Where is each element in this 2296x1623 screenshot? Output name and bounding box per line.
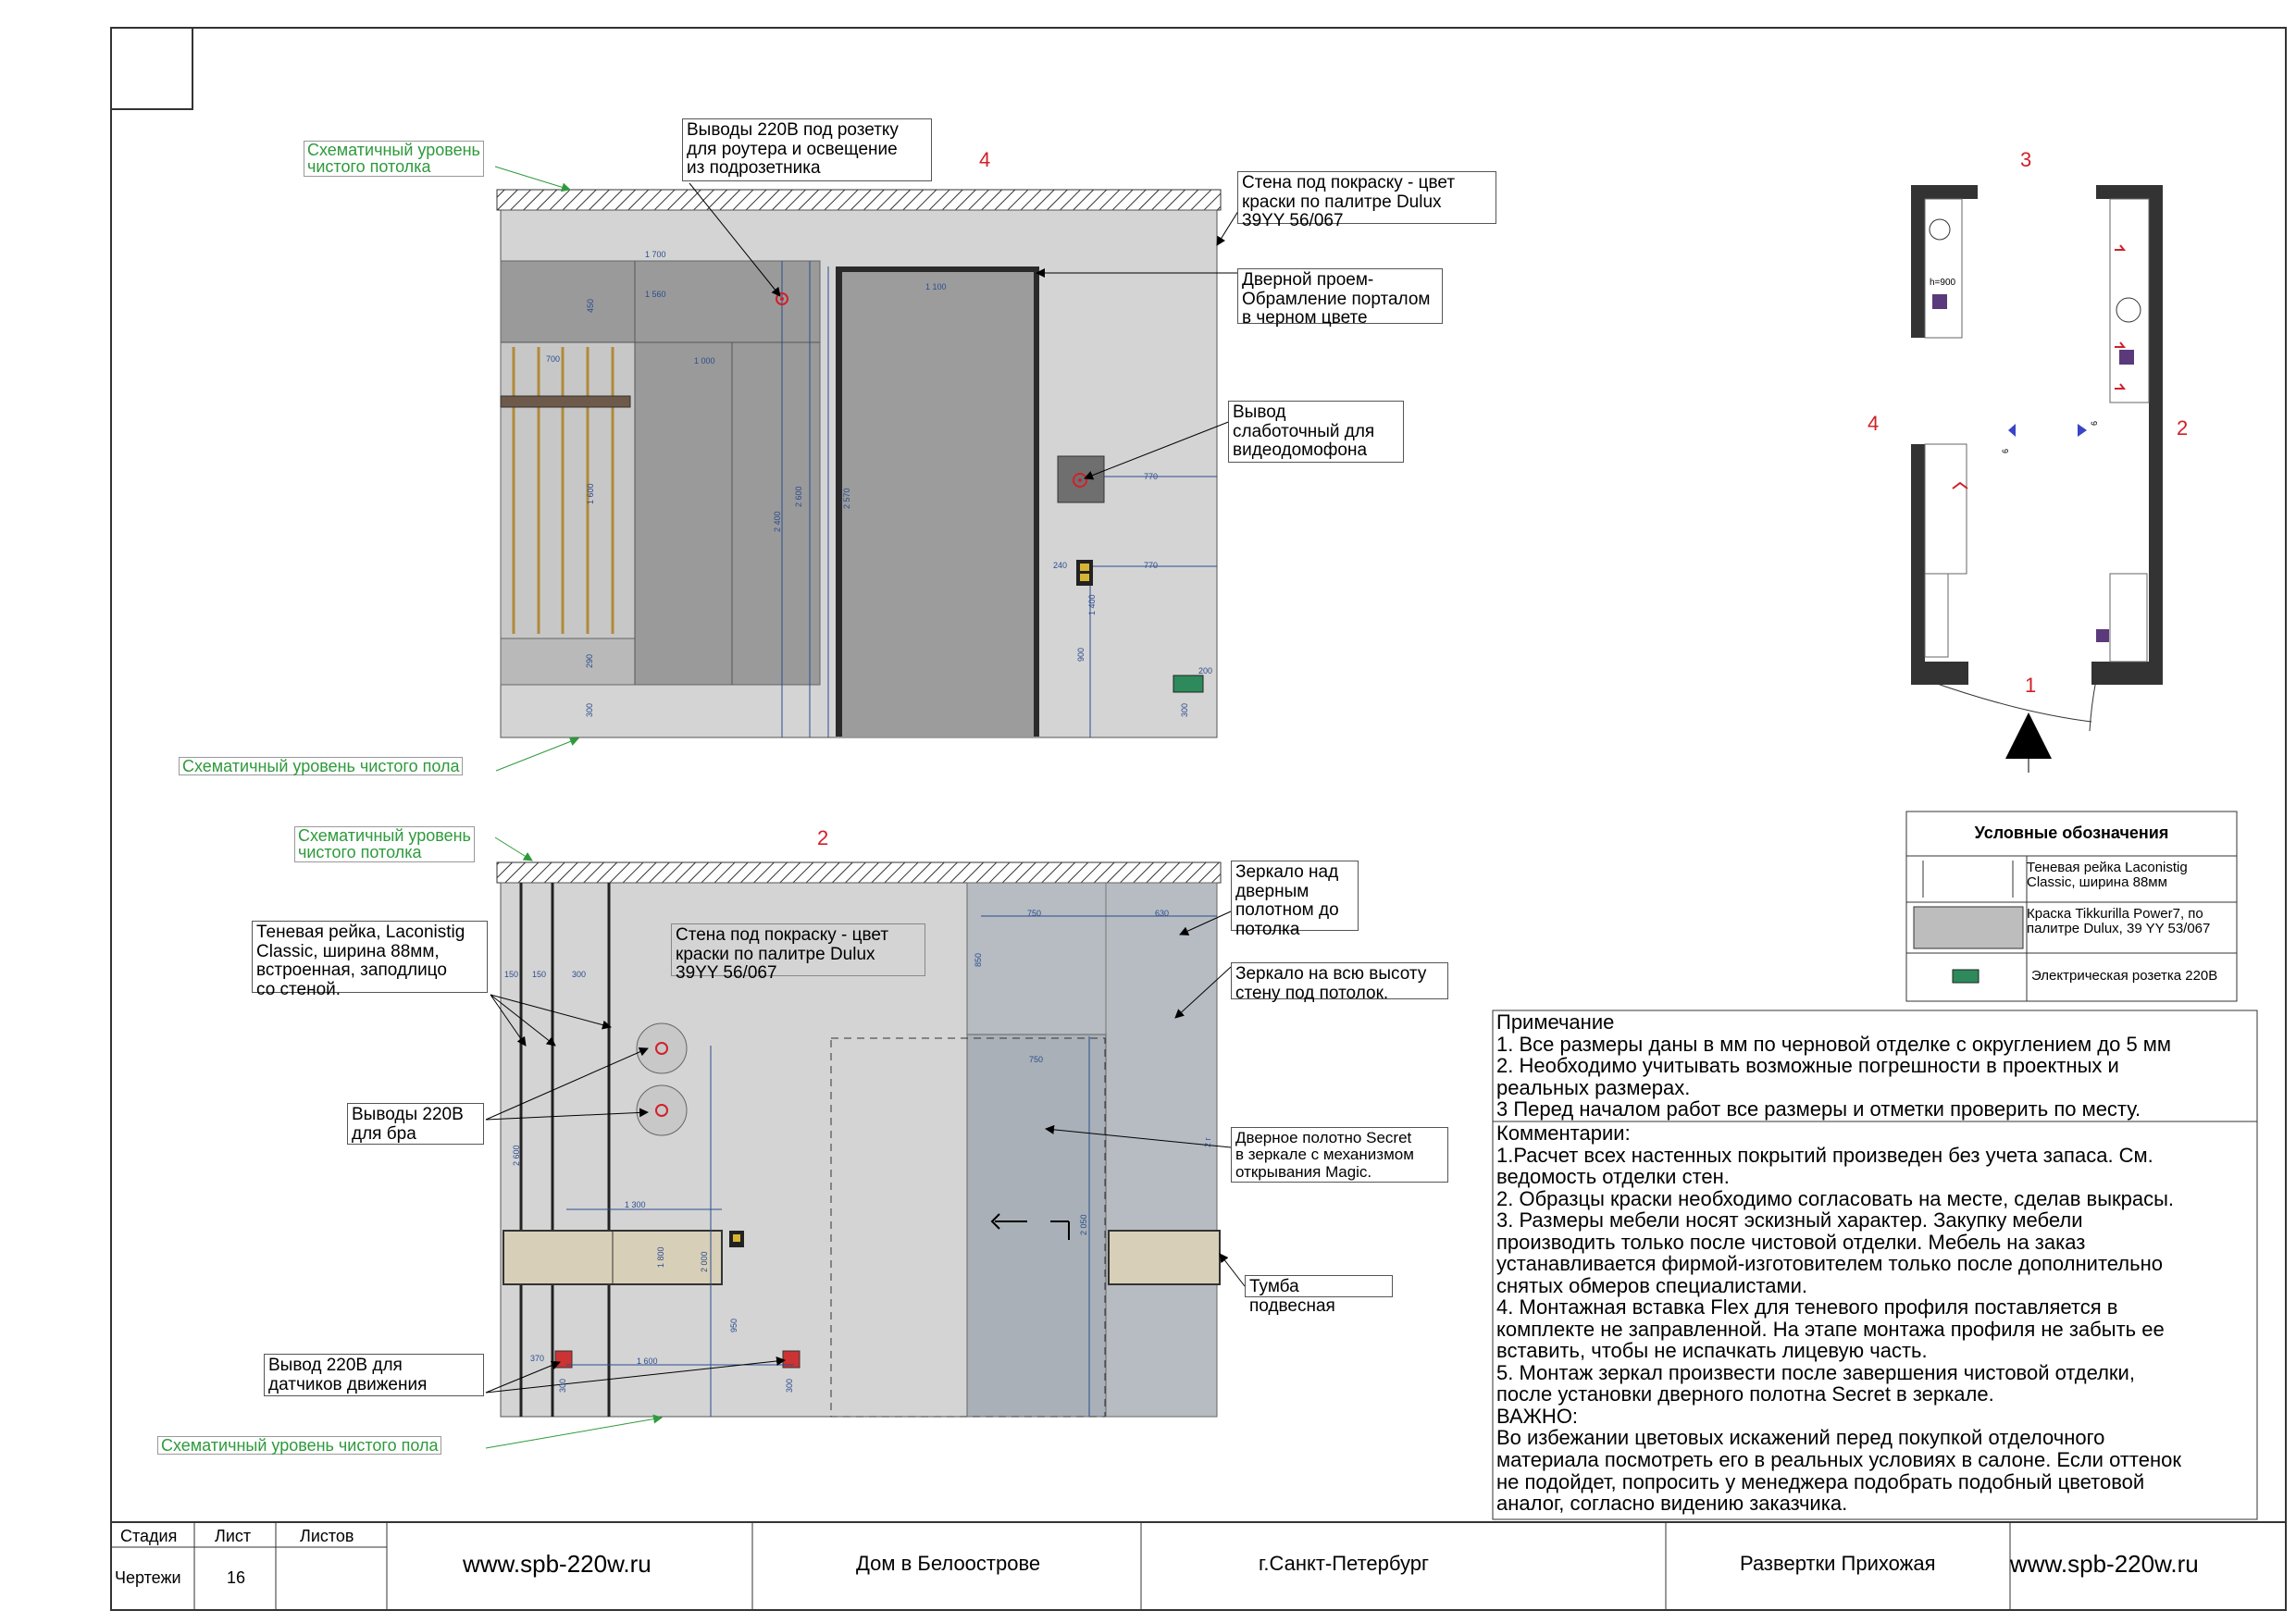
elevation-bottom [485,836,1246,1449]
dim-label: 450 [586,298,595,313]
callout-door-opening: Дверной проем- Обрамление порталом в чер… [1237,268,1443,328]
tb-sheet-value: 16 [227,1568,246,1587]
tb-project-name: Дом в Белоострове [856,1552,1041,1575]
comments-block: Комментарии: 1.Расчет всех настенных пок… [1496,1121,2181,1516]
dim-label: 700 [546,354,561,364]
tb-header-sheet: Лист [215,1527,252,1545]
callout-sconce-outlets: Выводы 220В для бра [347,1103,484,1145]
dim-label: 1 700 [645,250,666,259]
ceiling-level-label: Схематичный уровень чистого потолка [304,141,484,177]
dim-label: 770 [1144,472,1159,481]
dim-label: 630 [1155,909,1170,918]
legend-item-socket: Электрическая розетка 220В [2031,968,2218,984]
legend-title: Условные обозначения [1974,824,2169,842]
dim-label: 1 560 [645,290,666,299]
legend-item-paint: Краска Tikkurilla Power7, по палитре Dul… [2027,906,2211,936]
dim-label: 300 [558,1378,567,1393]
dim-label: 1 800 [656,1246,665,1268]
dim-label: 150 [532,970,547,979]
plan-mark-2: 2 [2177,416,2189,440]
tb-drawing-title: Развертки Прихожая [1740,1552,1936,1575]
plan-height-label: h=900 [1930,278,1956,288]
dim-label: 200 [1198,666,1213,675]
dim-label: 1 100 [925,282,947,291]
notes-block: Примечание 1. Все размеры даны в мм по ч… [1496,1010,2172,1121]
legend-item-shadow-rail: Теневая рейка Laconistig Classic, ширина… [2027,860,2188,890]
dim-label: 290 [585,653,594,668]
callout-wall-paint-2: Стена под покраску - цвет краски по пали… [671,923,925,983]
dim-label: 2 570 [842,488,851,509]
dim-label: 2 600 [794,486,803,507]
legend-grid [1905,811,2238,1002]
plan-mark-4: 4 [1868,412,1880,435]
dim-label: 370 [530,1354,545,1363]
view-number-2: 2 [817,826,829,849]
callout-wall-paint: Стена под покраску - цвет краски по пали… [1237,171,1496,230]
dim-label: 1 300 [625,1200,646,1209]
callout-shadow-rail: Теневая рейка, Laconistig Classic, ширин… [252,921,488,998]
callout-intercom: Вывод слаботочный для видеодомофона [1228,401,1404,463]
dim-label: 300 [572,970,587,979]
floor-level-label: Схематичный уровень чистого пола [179,757,464,776]
website-left[interactable]: www.spb-220w.ru [463,1550,652,1578]
dim-label: 240 [1053,561,1068,570]
dim-label: 300 [785,1378,794,1393]
elevation-top [494,166,1241,772]
website-right[interactable]: www.spb-220w.ru [2010,1550,2199,1578]
dim-label: 1 400 [1087,594,1097,615]
ceiling-level-label-2: Схематичный уровень чистого потолка [294,826,475,862]
dim-label: 900 [1076,647,1086,662]
callout-secret-door: Дверное полотно Secret в зеркале с механ… [1231,1127,1448,1183]
callout-router: Выводы 220В под розетку для роутера и ос… [682,118,932,181]
dim-label: 2 050 [1079,1214,1088,1235]
dim-label: 850 [974,952,983,967]
dim-label: 300 [585,702,594,717]
dim-label: 1 600 [637,1357,658,1366]
view-number-4: 4 [979,148,991,171]
dim-label: 1 000 [694,356,715,365]
dim-label: 2 000 [700,1251,709,1272]
plan-six-label: 6 [2001,448,2010,453]
plan-mark-3: 3 [2020,148,2032,171]
tb-header-sheets: Листов [300,1527,354,1545]
plan-six-label: 6 [2090,420,2099,426]
dim-label: 750 [1029,1055,1044,1064]
callout-motion-sensor: Вывод 220В для датчиков движения [264,1354,484,1396]
callout-mirror-above-door: Зеркало над дверным полотном до потолка [1231,861,1359,938]
dim-label: 950 [729,1318,738,1332]
dim-label: 750 [1027,909,1042,918]
dim-label: 1 600 [586,483,595,504]
dim-label: 2 400 [773,511,782,532]
callout-mirror-full: Зеркало на всю высоту стену под потолок. [1231,962,1448,1002]
dim-label: 150 [504,970,519,979]
tb-city: г.Санкт-Петербург [1259,1552,1429,1575]
plan-mark-1: 1 [2025,674,2037,697]
dim-label: 300 [1180,702,1189,717]
plan-view [1911,185,2163,773]
dim-label: 770 [1144,561,1159,570]
tb-stage-value: Чертежи [115,1568,181,1587]
tb-header-stage: Стадия [120,1527,178,1545]
dim-label: 2 600 [512,1145,521,1166]
floor-level-label-2: Схематичный уровень чистого пола [157,1436,442,1456]
dim-label: 2 г [1203,1137,1212,1147]
callout-hanging-cabinet: Тумба подвесная [1245,1275,1393,1315]
